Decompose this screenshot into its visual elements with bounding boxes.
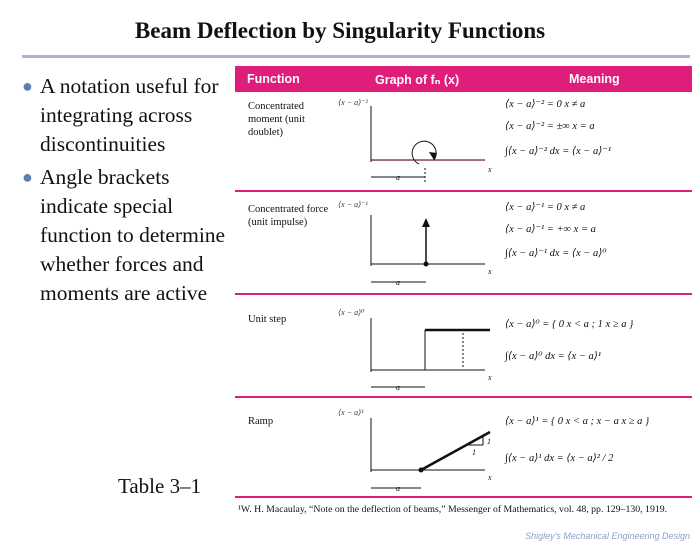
meaning-line: ⟨x − a⟩⁻² = ±∞ x = a <box>505 121 595 132</box>
row-divider <box>235 396 692 398</box>
meaning-line: ⟨x − a⟩⁻¹ = 0 x ≠ a <box>505 202 586 213</box>
meaning-line: ⟨x − a⟩⁻¹ = +∞ x = a <box>505 224 596 235</box>
ramp-line <box>420 430 491 472</box>
row-divider <box>235 190 692 192</box>
source-credit: Shigley’s Mechanical Engineering Design <box>525 531 690 541</box>
meaning-line: ⟨x − a⟩¹ = { 0 x < a ; x − a x ≥ a } <box>505 416 650 427</box>
meaning-line: ∫⟨x − a⟩⁰ dx = ⟨x − a⟩¹ <box>505 351 601 362</box>
axis-x-label: x <box>487 165 492 174</box>
bullet-item: ●A notation useful for integrating acros… <box>22 74 219 156</box>
meaning-line: ∫⟨x − a⟩⁻¹ dx = ⟨x − a⟩⁰ <box>505 248 607 259</box>
header-meaning: Meaning <box>569 72 620 86</box>
axis-a-label: a <box>396 278 400 287</box>
meaning-line: ⟨x − a⟩⁻² = 0 x ≠ a <box>505 99 586 110</box>
row-divider <box>235 496 692 498</box>
row-divider <box>235 293 692 295</box>
point-marker <box>418 467 424 473</box>
row-function-label: ⟨x − a⟩⁰ <box>338 308 365 317</box>
axis-x-label: x <box>487 373 492 382</box>
row-function-label: ⟨x − a⟩⁻¹ <box>338 200 368 209</box>
row-function-label: ⟨x − a⟩⁻² <box>338 98 368 107</box>
axis-a-label: a <box>396 173 400 182</box>
row-function-name: Ramp <box>248 416 274 427</box>
bullet-item: ●Angle brackets indicate special functio… <box>22 165 226 305</box>
bullet-list: ●A notation useful for integrating acros… <box>22 72 242 312</box>
row-function-label: ⟨x − a⟩¹ <box>338 408 364 417</box>
axis-tint <box>371 160 485 161</box>
table-caption: Table 3–1 <box>118 474 202 498</box>
footnote: ¹W. H. Macaulay, “Note on the deflection… <box>238 504 668 515</box>
row-function-name: Unit step <box>248 314 287 325</box>
axis-a-label: a <box>396 383 400 392</box>
row-function-name: Concentrated force (unit impulse) <box>248 204 329 228</box>
moment-arc-icon <box>411 140 437 165</box>
header-graph: Graph of fₙ (x) <box>375 73 460 87</box>
bullet-dot-icon: ● <box>22 76 33 96</box>
meaning-line: ∫⟨x − a⟩¹ dx = ⟨x − a⟩² / 2 <box>505 453 614 464</box>
point-marker <box>423 261 429 267</box>
slope-one-label: 1 <box>472 448 476 457</box>
page-title: Beam Deflection by Singularity Functions <box>134 18 546 43</box>
bullet-dot-icon: ● <box>22 167 33 187</box>
row-function-name: Concentrated moment (unit doublet) <box>248 101 305 138</box>
slope-one-label: 1 <box>487 437 491 446</box>
axis-x-label: x <box>487 267 492 276</box>
axis-x-label: x <box>487 473 492 482</box>
meaning-line: ⟨x − a⟩⁰ = { 0 x < a ; 1 x ≥ a } <box>505 319 634 330</box>
header-function: Function <box>247 72 300 86</box>
meaning-line: ∫⟨x − a⟩⁻² dx = ⟨x − a⟩⁻¹ <box>505 146 612 157</box>
arc-arrowhead-icon <box>429 152 437 160</box>
axis-a-label: a <box>396 484 400 493</box>
title-divider <box>22 55 690 58</box>
table-header: Function Graph of fₙ (x) Meaning <box>235 66 692 92</box>
impulse-arrowhead-icon <box>422 218 430 227</box>
